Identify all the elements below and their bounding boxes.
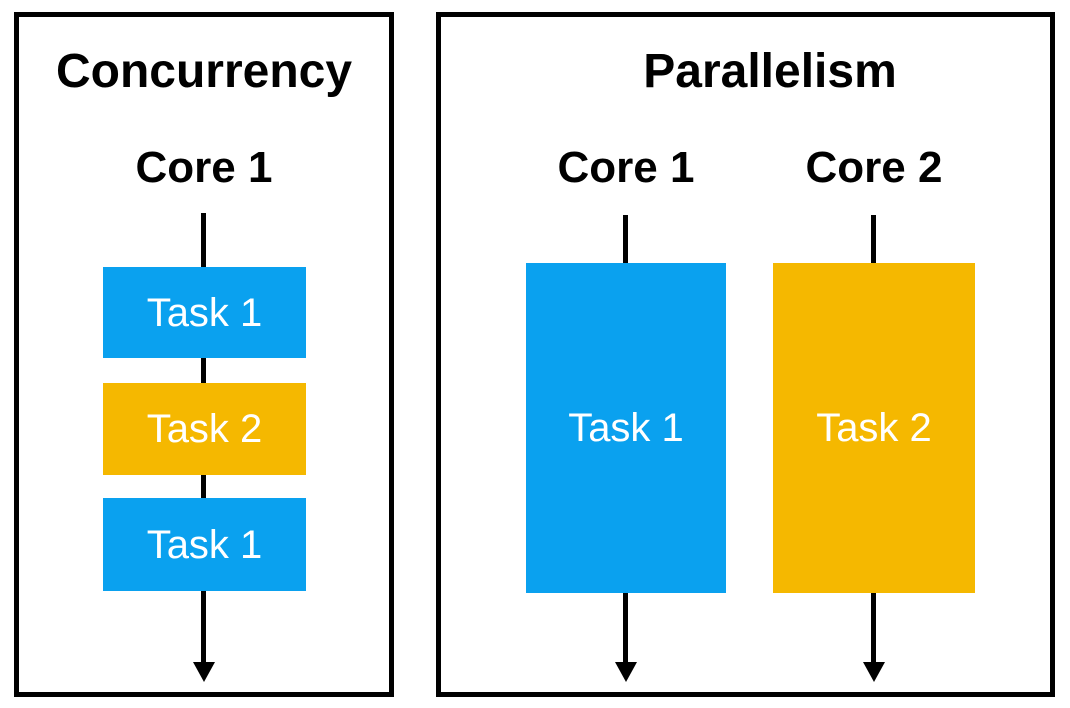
panel-title-concurrency: Concurrency xyxy=(55,45,353,98)
down-arrowhead-icon xyxy=(863,662,885,682)
down-arrowhead-icon xyxy=(615,662,637,682)
task-label: Task 1 xyxy=(146,522,263,567)
task-label: Task 2 xyxy=(146,407,263,451)
task-box-task1-slice2: Task 1 xyxy=(103,498,306,591)
task-label: Task 1 xyxy=(568,406,684,450)
task-label: Task 1 xyxy=(146,290,263,335)
task-box-task2-slice: Task 2 xyxy=(103,383,306,475)
panel-parallelism: Parallelism Core 1 Core 2 Task 1 Task 2 xyxy=(436,12,1055,697)
task-box-task2: Task 2 xyxy=(773,263,975,593)
core-label-core2: Core 2 xyxy=(805,143,943,192)
timeline-line-top-core1 xyxy=(623,215,628,263)
timeline-line-top-core2 xyxy=(871,215,876,263)
core-label-core1: Core 1 xyxy=(557,143,695,192)
timeline-line-bottom-core1 xyxy=(623,593,628,668)
task-box-task1-slice1: Task 1 xyxy=(103,267,306,358)
task-box-task1: Task 1 xyxy=(526,263,726,593)
timeline-line-bottom-core2 xyxy=(871,593,876,668)
down-arrowhead-icon xyxy=(193,662,215,682)
task-label: Task 2 xyxy=(816,406,932,450)
core-label-core1: Core 1 xyxy=(135,143,273,192)
panel-concurrency: Concurrency Core 1 Task 1 Task 2 Task 1 xyxy=(14,12,394,697)
panel-title-parallelism: Parallelism xyxy=(643,45,897,98)
